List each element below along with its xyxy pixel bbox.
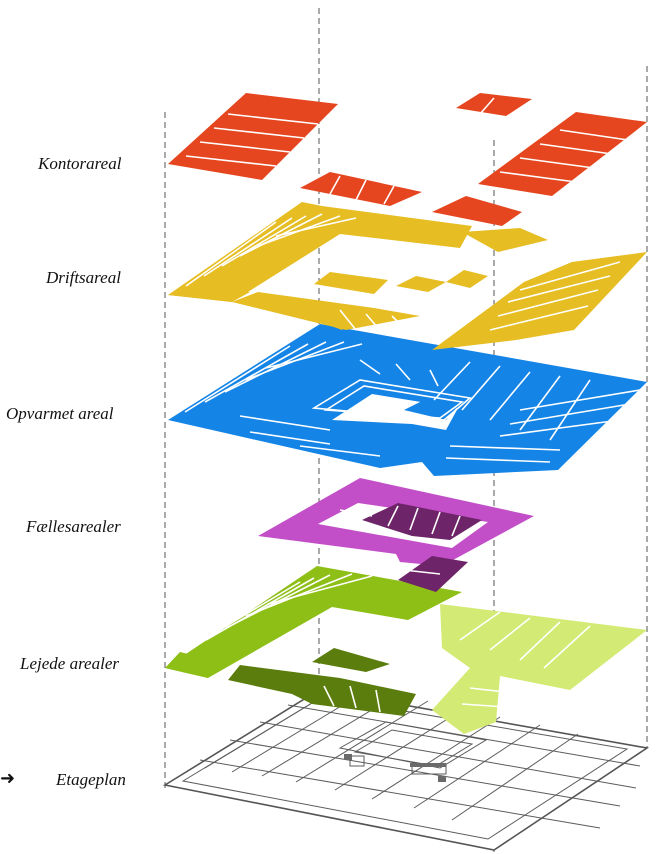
label-etageplan: Etageplan xyxy=(56,770,126,789)
label-lejede-arealer: Lejede arealer xyxy=(20,654,119,673)
label-opvarmet-areal: Opvarmet areal xyxy=(6,404,114,423)
label-kontorareal: Kontorareal xyxy=(38,154,122,173)
layer-opvarmet-areal xyxy=(168,324,647,476)
layer-kontorareal xyxy=(168,93,647,226)
layer-faellesarealer xyxy=(258,478,534,592)
layer-driftsareal xyxy=(168,202,647,350)
right-arrow-icon: ➜ xyxy=(0,768,16,789)
layer-etageplan xyxy=(162,685,650,851)
layer-lejede-arealer xyxy=(165,566,647,734)
label-driftsareal: Driftsareal xyxy=(46,268,121,287)
label-faellesarealer: Fællesarealer xyxy=(26,517,121,536)
